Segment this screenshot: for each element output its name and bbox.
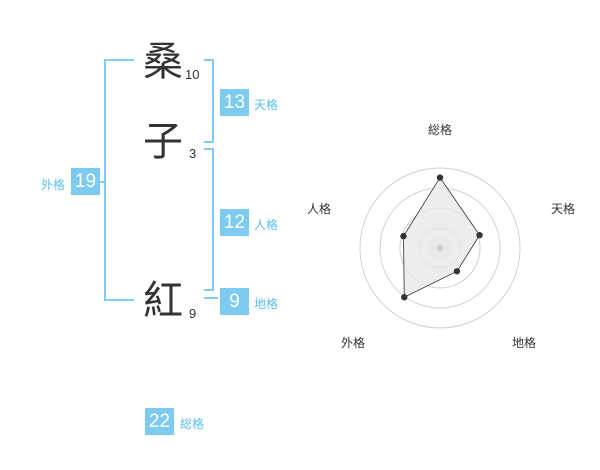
radar-axis-label: 外格 — [341, 335, 365, 350]
gaikaku-label: 外格 — [41, 178, 66, 192]
gaikaku-value: 19 — [71, 168, 100, 195]
radar-point — [401, 293, 408, 301]
name-char-3: 紅 — [143, 278, 183, 324]
jinkaku-value: 12 — [220, 209, 249, 236]
tenkaku-label: 天格 — [254, 98, 279, 112]
soukaku-label: 総格 — [180, 417, 205, 431]
radar-point — [476, 231, 483, 239]
radar-center-dot — [437, 245, 443, 251]
stroke-count-2: 3 — [189, 146, 197, 161]
radar-axis-label: 地格 — [512, 335, 536, 350]
tenkaku-value: 13 — [220, 89, 249, 116]
gaikaku-connector — [100, 181, 106, 183]
chikaku-value: 9 — [220, 288, 249, 315]
name-char-1: 桑 — [143, 39, 183, 85]
jinkaku-bracket — [204, 148, 214, 291]
soukaku-value: 22 — [145, 408, 174, 435]
radar-point — [436, 174, 444, 181]
radar-polygon — [403, 176, 481, 298]
stroke-count-1: 10 — [185, 67, 200, 82]
stroke-count-3: 9 — [189, 306, 197, 321]
tenkaku-bracket — [204, 59, 214, 143]
name-char-2: 子 — [143, 119, 183, 165]
radar-ring — [359, 167, 521, 329]
chikaku-label: 地格 — [254, 297, 279, 311]
jinkaku-label: 人格 — [254, 218, 279, 232]
radar-point — [453, 268, 461, 275]
gaikaku-bracket — [104, 59, 134, 301]
radar-point — [400, 232, 407, 240]
radar-axis-label: 天格 — [551, 201, 575, 216]
radar-axis-label: 人格 — [307, 201, 331, 216]
radar-axis-label: 総格 — [428, 122, 452, 137]
chikaku-connector — [204, 297, 218, 299]
